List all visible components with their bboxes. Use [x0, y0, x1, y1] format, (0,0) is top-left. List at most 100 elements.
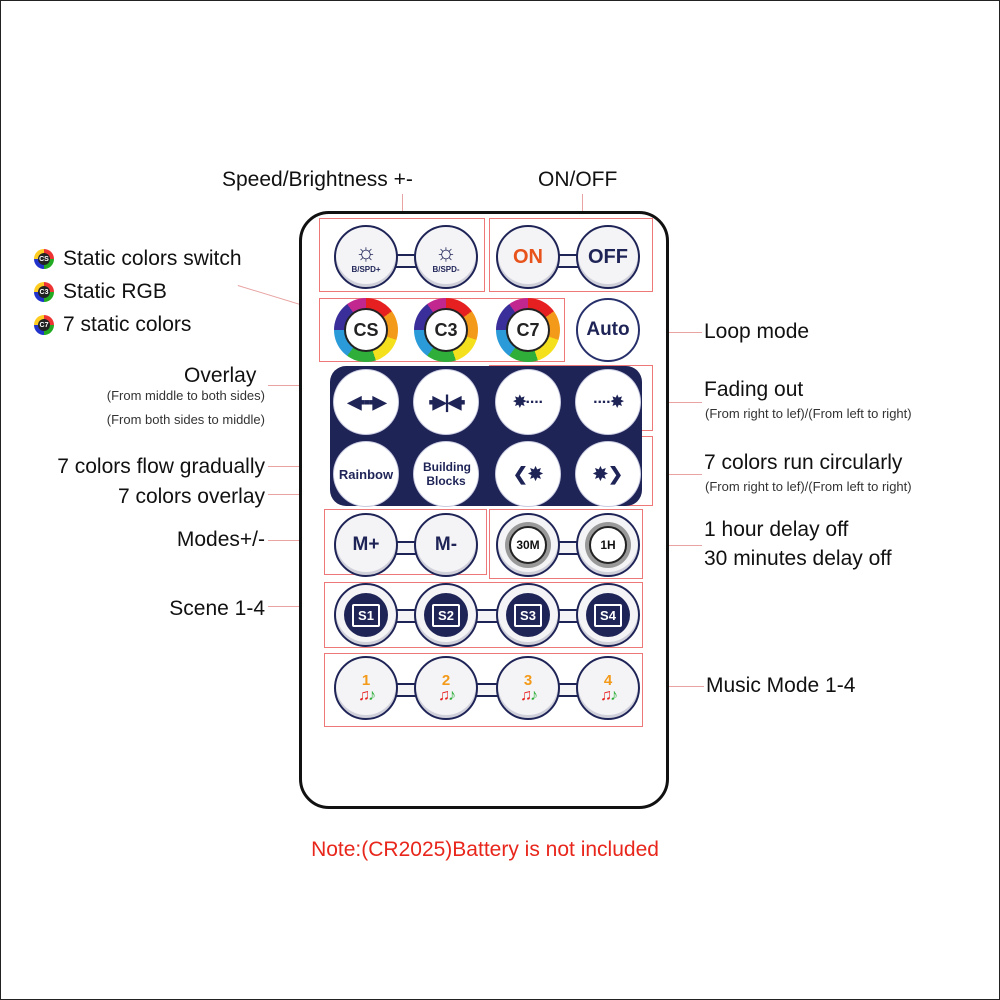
scene-1-label: S1 [352, 603, 380, 627]
house-icon: S1 [344, 593, 388, 637]
sun-plus-icon: ☼ [355, 238, 377, 266]
run-left-button[interactable]: ❮✸ [496, 442, 560, 506]
run-left-icon: ❮✸ [512, 463, 544, 484]
music-1-label: 1 [361, 671, 371, 689]
leader-onoff [582, 194, 583, 218]
house-icon: S2 [424, 593, 468, 637]
c3-legend-icon: C3 [34, 282, 54, 302]
modes-group [324, 509, 487, 575]
auto-button[interactable]: Auto [576, 298, 640, 362]
thirty-min-label: 30 minutes delay off [704, 547, 892, 570]
overlay-out-button[interactable]: ◀▪▪▪▶ [334, 370, 398, 434]
rainbow-button[interactable]: Rainbow [334, 442, 398, 506]
timer-30m-button[interactable]: 30M [496, 513, 560, 577]
c7-label: C7 [506, 308, 550, 352]
music-4-label: 4 [603, 671, 613, 689]
building-blocks-label: Building Blocks [423, 460, 471, 488]
timer-group [489, 509, 643, 579]
scene-2-label: S2 [432, 603, 460, 627]
off-label: OFF [588, 245, 628, 268]
fade-right-button[interactable]: ····✸ [576, 370, 640, 434]
arrows-outward-icon: ◀▪▪▪▶ [347, 391, 387, 412]
music-mode-label: Music Mode 1-4 [706, 674, 856, 697]
music-notes-icon: ♫♪ [438, 686, 456, 704]
timer-30m-ring: 30M [505, 522, 551, 568]
static-rgb-label: Static RGB [63, 280, 167, 303]
overlay-sub1: (From middle to both sides) [106, 388, 265, 403]
scene-2-button[interactable]: S2 [414, 583, 478, 647]
music-notes-icon: ♫♪ [520, 686, 538, 704]
loop-mode-label: Loop mode [704, 320, 810, 343]
scene-4-label: S4 [594, 603, 622, 627]
house-icon: S3 [506, 593, 550, 637]
run-right-icon: ✸❯ [592, 463, 624, 484]
timer-1h-button[interactable]: 1H [576, 513, 640, 577]
timer-30m-label: 30M [509, 526, 547, 564]
c7-legend-icon: C7 [34, 315, 54, 335]
on-label: ON [513, 245, 543, 268]
music-group [324, 653, 643, 727]
mode-minus-button[interactable]: M- [414, 513, 478, 577]
on-button[interactable]: ON [496, 225, 560, 289]
fade-right-icon: ····✸ [593, 394, 624, 411]
fade-left-button[interactable]: ✸···· [496, 370, 560, 434]
modes-label: Modes+/- [176, 528, 265, 551]
c3-button[interactable]: C3 [414, 298, 478, 362]
leader-speed [402, 194, 403, 218]
arrows-inward-icon: ▪▶|◀▪ [428, 391, 466, 412]
house-icon: S4 [586, 593, 630, 637]
b-spd-minus-label: B/SPD- [432, 264, 460, 274]
music-2-button[interactable]: 2 ♫♪ [414, 656, 478, 720]
mode-plus-button[interactable]: M+ [334, 513, 398, 577]
m-minus-label: M- [434, 534, 458, 555]
off-button[interactable]: OFF [576, 225, 640, 289]
auto-label: Auto [586, 319, 630, 340]
music-1-button[interactable]: 1 ♫♪ [334, 656, 398, 720]
speed-brightness-label: Speed/Brightness +- [222, 168, 413, 191]
seven-colors-flow-label: 7 colors flow gradually [57, 455, 265, 478]
overlay-in-button[interactable]: ▪▶|◀▪ [414, 370, 478, 434]
one-hour-label: 1 hour delay off [704, 518, 849, 541]
on-off-group [489, 218, 653, 292]
sun-minus-icon: ☼ [435, 238, 457, 266]
seven-colors-overlay-label: 7 colors overlay [117, 485, 265, 508]
fading-out-sub: (From right to lef)/(From left to right) [705, 406, 912, 421]
c7-button[interactable]: C7 [496, 298, 560, 362]
building-blocks-button[interactable]: Building Blocks [414, 442, 478, 506]
overlay-sub2: (From both sides to middle) [106, 412, 265, 427]
brightness-speed-minus-button[interactable]: ☼ B/SPD- [414, 225, 478, 289]
scene-group [324, 582, 643, 648]
seven-colors-run-sub: (From right to lef)/(From left to right) [705, 479, 912, 494]
speed-brightness-group [319, 218, 485, 292]
cs-legend-icon: CS [34, 249, 54, 269]
music-3-label: 3 [523, 671, 533, 689]
overlay-label: Overlay [184, 364, 257, 387]
scene-3-label: S3 [514, 603, 542, 627]
m-plus-label: M+ [352, 534, 380, 555]
static-colors-switch-label: Static colors switch [63, 247, 242, 270]
rainbow-label: Rainbow [338, 466, 394, 482]
scene-1-button[interactable]: S1 [334, 583, 398, 647]
cs-label: CS [344, 308, 388, 352]
timer-1h-label: 1H [589, 526, 627, 564]
music-notes-icon: ♫♪ [358, 686, 376, 704]
scene-label: Scene 1-4 [169, 597, 265, 620]
scene-3-button[interactable]: S3 [496, 583, 560, 647]
scene-4-button[interactable]: S4 [576, 583, 640, 647]
c3-label: C3 [424, 308, 468, 352]
run-right-button[interactable]: ✸❯ [576, 442, 640, 506]
timer-1h-ring: 1H [585, 522, 631, 568]
b-spd-plus-label: B/SPD+ [351, 264, 381, 274]
battery-note: Note:(CR2025)Battery is not included [311, 838, 659, 861]
fade-left-icon: ✸···· [513, 394, 544, 411]
on-off-label: ON/OFF [538, 168, 618, 191]
music-2-label: 2 [441, 671, 451, 689]
fading-out-label: Fading out [704, 378, 804, 401]
music-4-button[interactable]: 4 ♫♪ [576, 656, 640, 720]
seven-colors-run-label: 7 colors run circularly [704, 451, 903, 474]
cs-button[interactable]: CS [334, 298, 398, 362]
music-3-button[interactable]: 3 ♫♪ [496, 656, 560, 720]
music-notes-icon: ♫♪ [600, 686, 618, 704]
seven-static-colors-label: 7 static colors [63, 313, 192, 336]
brightness-speed-plus-button[interactable]: ☼ B/SPD+ [334, 225, 398, 289]
